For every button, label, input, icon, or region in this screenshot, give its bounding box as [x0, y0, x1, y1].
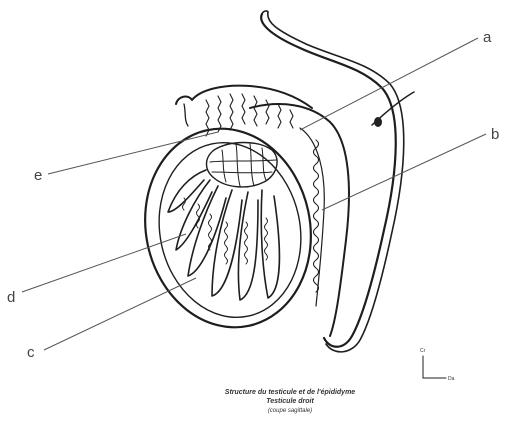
orientation-up-label: Cr: [420, 348, 426, 354]
label-e: e: [34, 167, 42, 184]
label-c: c: [27, 344, 35, 361]
label-d: d: [7, 289, 15, 306]
rete-testis: [207, 143, 278, 187]
orientation-right-label: Da: [448, 376, 455, 382]
caption-subtitle: Testicule droit: [170, 398, 410, 405]
leader-c: [44, 278, 196, 350]
caption-note: (coupe sagittale): [170, 408, 410, 414]
label-a: a: [483, 29, 492, 46]
caption-title: Structure du testicule et de l'épididyme: [170, 389, 410, 396]
epididymis-head: [176, 86, 312, 136]
label-b: b: [491, 126, 499, 143]
tunica-albuginea: [127, 113, 329, 343]
leader-lines: [22, 38, 486, 350]
leader-d: [22, 234, 186, 292]
testicular-lobules: [168, 170, 279, 300]
orientation-marker: Cr Da: [420, 348, 455, 382]
leader-e: [48, 132, 218, 174]
vas-deferens: [261, 11, 404, 352]
